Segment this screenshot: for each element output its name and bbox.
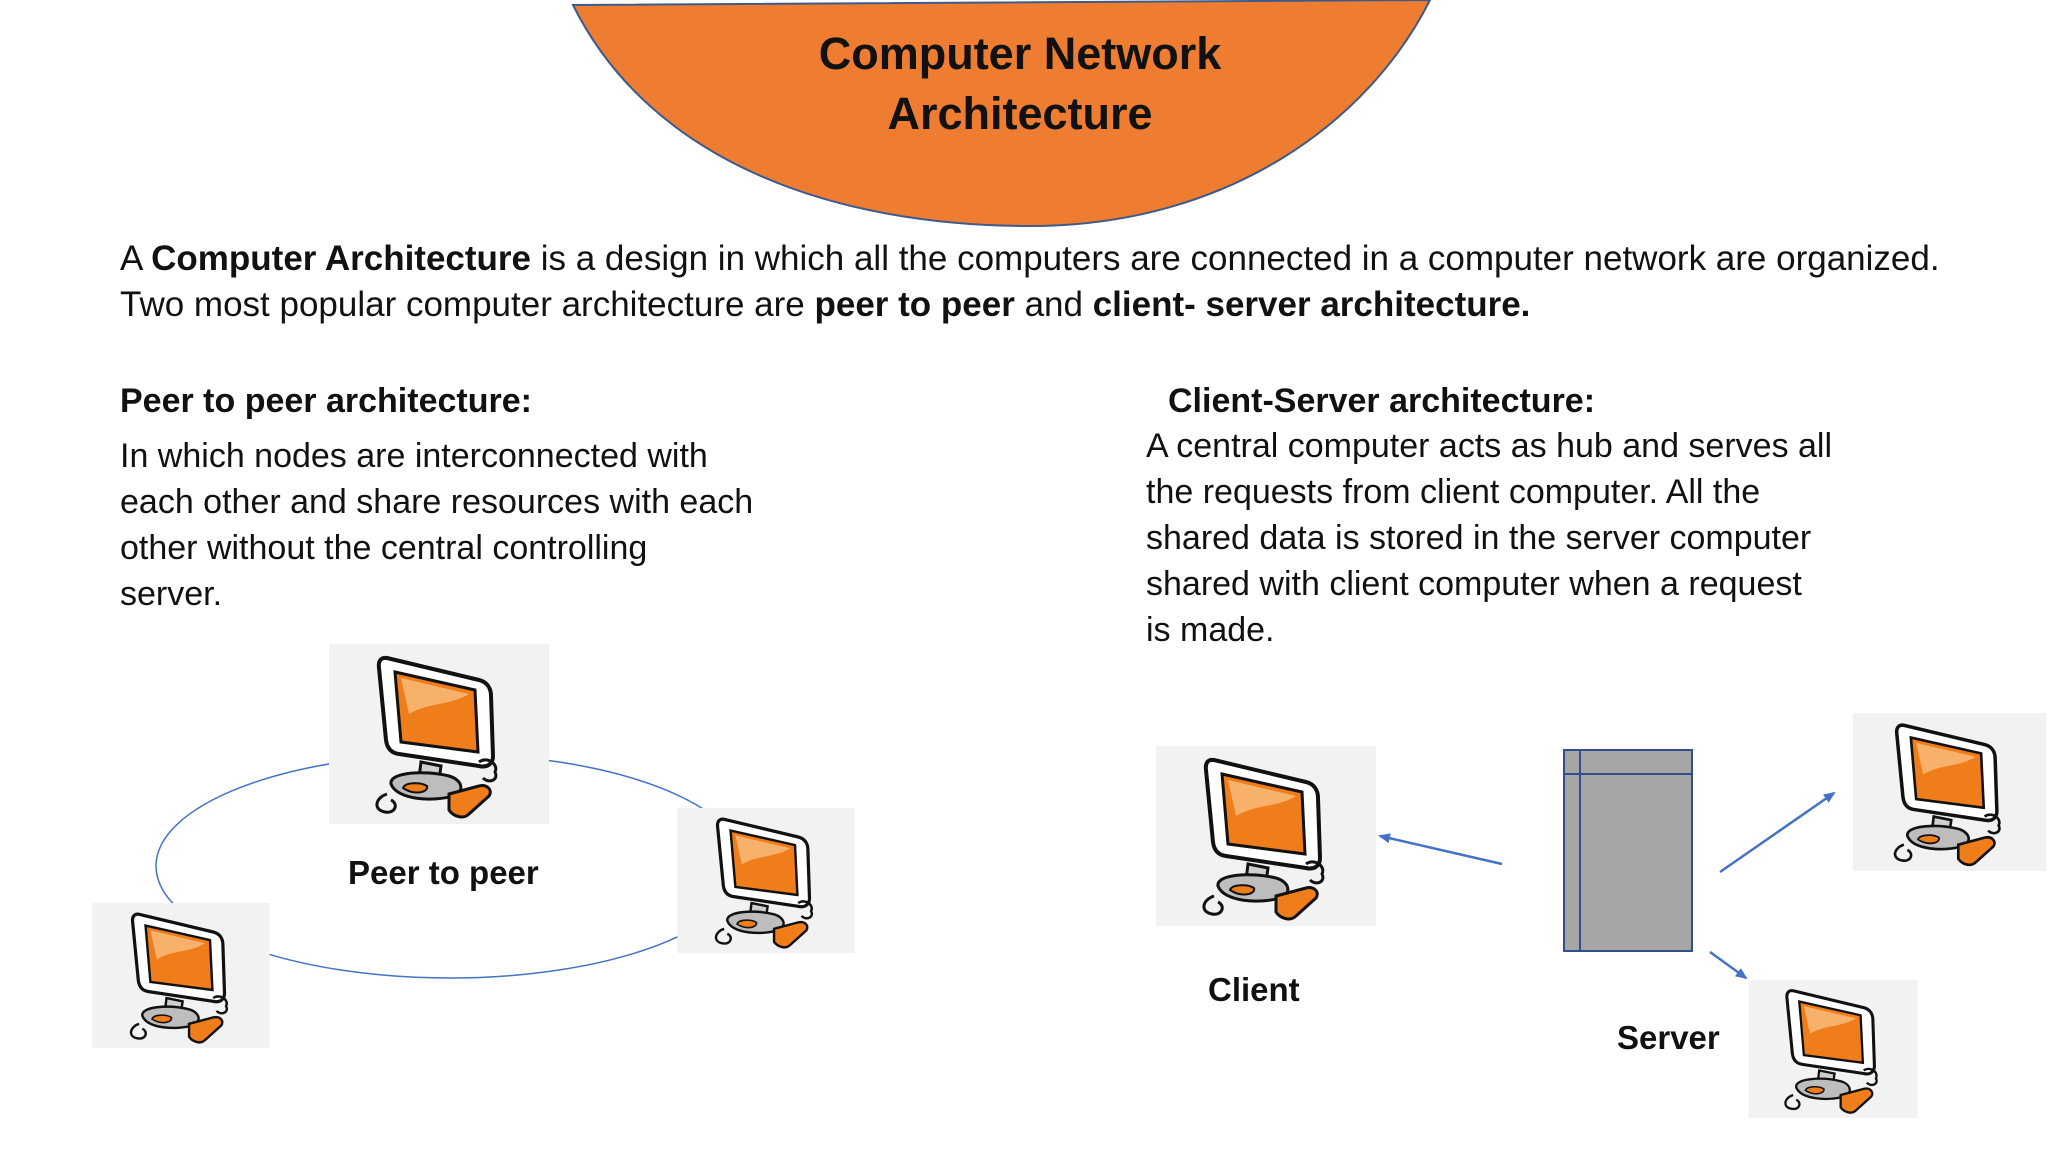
arrow-to-lower-client xyxy=(1709,950,1748,980)
intro-text-2: is a design in which all the computers a… xyxy=(120,239,1940,324)
intro-bold-client-server: client- server architecture. xyxy=(1092,285,1531,324)
client-server-heading: Client-Server architecture: xyxy=(1168,382,1596,420)
peer-heading: Peer to peer architecture: xyxy=(120,382,532,420)
intro-bold-term: Computer Architecture xyxy=(151,239,532,278)
computer-icon xyxy=(1154,746,1378,926)
arrow-to-client xyxy=(1378,833,1503,866)
intro-paragraph: A Computer Architecture is a design in w… xyxy=(120,236,1980,328)
title-semicircle-shape xyxy=(571,0,1432,228)
title-line-2: Architecture xyxy=(887,88,1153,139)
peer-line: In which nodes are interconnected with xyxy=(120,437,708,475)
arrow-to-upper-client xyxy=(1719,791,1836,874)
client-server-line: A central computer acts as hub and serve… xyxy=(1146,427,1833,465)
client-server-line: shared with client computer when a reque… xyxy=(1146,565,1802,603)
intro-text-3: and xyxy=(1014,285,1093,324)
peer-line: other without the central controlling xyxy=(120,529,648,567)
computer-icon xyxy=(1851,713,2048,871)
computer-icon xyxy=(1747,980,1919,1118)
computer-icon xyxy=(676,808,856,953)
title-line-1: Computer Network xyxy=(818,28,1222,79)
peer-line: each other and share resources with each xyxy=(120,483,754,521)
client-server-line: the requests from client computer. All t… xyxy=(1146,473,1761,511)
intro-text-1: A xyxy=(120,239,152,278)
intro-bold-peer: peer to peer xyxy=(814,285,1015,324)
client-server-line: is made. xyxy=(1146,611,1275,649)
client-server-line: shared data is stored in the server comp… xyxy=(1146,519,1812,557)
peer-diagram-label: Peer to peer xyxy=(348,854,539,891)
peer-description: In which nodes are interconnected with e… xyxy=(120,433,820,617)
client-server-description: A central computer acts as hub and serve… xyxy=(1146,423,1946,653)
peer-line: server. xyxy=(120,575,223,613)
page-title: Computer Network Architecture xyxy=(700,24,1340,144)
server-label: Server xyxy=(1617,1019,1720,1056)
server-icon xyxy=(1563,749,1693,952)
computer-icon xyxy=(327,644,551,824)
client-label: Client xyxy=(1208,971,1300,1008)
computer-icon xyxy=(91,903,271,1048)
